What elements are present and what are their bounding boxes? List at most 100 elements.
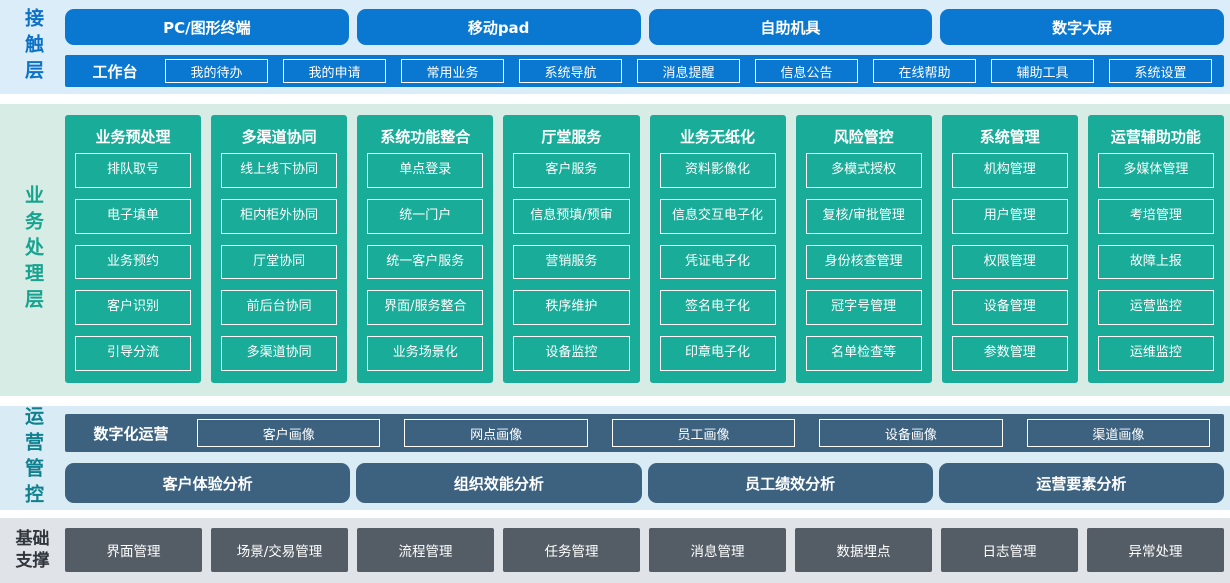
business-item[interactable]: 运维监控 xyxy=(1097,336,1214,371)
base-support-item[interactable]: 流程管理 xyxy=(357,528,494,572)
analysis-button[interactable]: 运营要素分析 xyxy=(938,463,1224,503)
digital-ops-bar: 数字化运营 客户画像 网点画像 员工画像 设备画像 渠道画像 xyxy=(65,414,1224,452)
business-item[interactable]: 信息交互电子化 xyxy=(659,198,776,234)
business-item[interactable]: 引导分流 xyxy=(75,336,192,371)
business-item[interactable]: 身份核查管理 xyxy=(805,244,922,280)
business-column-items: 多模式授权 复核/审批管理 身份核查管理 冠字号管理 名单检查等 xyxy=(805,153,922,371)
layer-base: 基础支撑 界面管理 场景/交易管理 流程管理 任务管理 消息管理 数据埋点 日志… xyxy=(0,518,1230,583)
device-button[interactable]: PC/图形终端 xyxy=(65,9,349,45)
analysis-row: 客户体验分析 组织效能分析 员工绩效分析 运营要素分析 xyxy=(65,463,1224,503)
business-item[interactable]: 厅堂协同 xyxy=(221,244,338,280)
business-item[interactable]: 电子填单 xyxy=(75,198,192,234)
business-item[interactable]: 用户管理 xyxy=(951,198,1068,234)
business-item[interactable]: 统一门户 xyxy=(367,198,484,234)
business-item[interactable]: 印章电子化 xyxy=(659,336,776,371)
workbench-item[interactable]: 系统设置 xyxy=(1109,59,1212,83)
workbench-bar: 工作台 我的待办 我的申请 常用业务 系统导航 消息提醒 信息公告 在线帮助 辅… xyxy=(65,55,1224,87)
layer-contact: 接触层 PC/图形终端 移动pad 自助机具 数字大屏 工作台 我的待办 我的申… xyxy=(0,0,1230,94)
business-item[interactable]: 签名电子化 xyxy=(659,290,776,326)
business-item[interactable]: 柜内柜外协同 xyxy=(221,198,338,234)
business-column: 业务预处理 排队取号 电子填单 业务预约 客户识别 引导分流 xyxy=(65,115,202,383)
portrait-item[interactable]: 渠道画像 xyxy=(1026,419,1211,447)
business-item[interactable]: 设备管理 xyxy=(951,290,1068,326)
business-item[interactable]: 前后台协同 xyxy=(221,290,338,326)
business-item[interactable]: 名单检查等 xyxy=(805,336,922,371)
device-button[interactable]: 移动pad xyxy=(356,9,641,45)
device-button[interactable]: 数字大屏 xyxy=(940,9,1224,45)
business-item[interactable]: 设备监控 xyxy=(513,336,630,371)
business-item[interactable]: 故障上报 xyxy=(1097,244,1214,280)
business-column: 运营辅助功能 多媒体管理 考培管理 故障上报 运营监控 运维监控 xyxy=(1087,115,1224,383)
workbench-item[interactable]: 我的待办 xyxy=(165,59,268,83)
workbench-item[interactable]: 辅助工具 xyxy=(991,59,1094,83)
business-item[interactable]: 业务场景化 xyxy=(367,336,484,371)
business-item[interactable]: 线上线下协同 xyxy=(221,153,338,188)
layer-label-base: 基础支撑 xyxy=(0,518,65,583)
workbench-item[interactable]: 在线帮助 xyxy=(873,59,976,83)
portrait-item[interactable]: 网点画像 xyxy=(404,419,588,447)
layer-label-ops: 运营管控 xyxy=(0,406,65,510)
business-item[interactable]: 冠字号管理 xyxy=(805,290,922,326)
band-separator xyxy=(0,396,1230,406)
business-column-items: 机构管理 用户管理 权限管理 设备管理 参数管理 xyxy=(951,153,1068,371)
workbench-item[interactable]: 常用业务 xyxy=(401,59,504,83)
business-item[interactable]: 凭证电子化 xyxy=(659,244,776,280)
analysis-button[interactable]: 员工绩效分析 xyxy=(647,463,933,503)
business-item[interactable]: 资料影像化 xyxy=(659,153,776,188)
workbench-item[interactable]: 系统导航 xyxy=(519,59,622,83)
business-column-title: 系统功能整合 xyxy=(380,128,471,146)
portrait-items: 客户画像 网点画像 员工画像 设备画像 渠道画像 xyxy=(197,419,1211,447)
portrait-item[interactable]: 客户画像 xyxy=(197,419,381,447)
business-column: 厅堂服务 客户服务 信息预填/预审 营销服务 秩序维护 设备监控 xyxy=(503,115,640,383)
base-support-item[interactable]: 数据埋点 xyxy=(795,528,932,572)
base-support-item[interactable]: 任务管理 xyxy=(503,528,640,572)
layer-ops: 运营管控 数字化运营 客户画像 网点画像 员工画像 设备画像 渠道画像 客户体验… xyxy=(0,406,1230,510)
layer-label-base-text: 基础支撑 xyxy=(15,529,50,571)
workbench-item[interactable]: 我的申请 xyxy=(283,59,386,83)
business-item[interactable]: 权限管理 xyxy=(951,244,1068,280)
band-separator xyxy=(0,94,1230,104)
business-item[interactable]: 统一客户服务 xyxy=(367,244,484,280)
business-columns: 业务预处理 排队取号 电子填单 业务预约 客户识别 引导分流 多渠道协同 线上线… xyxy=(65,104,1230,396)
business-item[interactable]: 排队取号 xyxy=(75,153,192,188)
business-column-title: 业务无纸化 xyxy=(680,128,756,146)
business-column-items: 资料影像化 信息交互电子化 凭证电子化 签名电子化 印章电子化 xyxy=(659,153,776,371)
business-item[interactable]: 参数管理 xyxy=(951,336,1068,371)
portrait-item[interactable]: 设备画像 xyxy=(819,419,1003,447)
workbench-item[interactable]: 信息公告 xyxy=(755,59,858,83)
portrait-item[interactable]: 员工画像 xyxy=(611,419,796,447)
business-item[interactable]: 秩序维护 xyxy=(513,290,630,326)
business-column: 系统功能整合 单点登录 统一门户 统一客户服务 界面/服务整合 业务场景化 xyxy=(357,115,494,383)
business-item[interactable]: 机构管理 xyxy=(951,153,1068,188)
base-support-item[interactable]: 异常处理 xyxy=(1087,528,1224,572)
layer-label-ops-text: 运营管控 xyxy=(22,406,44,510)
base-support-item[interactable]: 日志管理 xyxy=(941,528,1078,572)
business-item[interactable]: 界面/服务整合 xyxy=(367,290,484,326)
workbench-items: 我的待办 我的申请 常用业务 系统导航 消息提醒 信息公告 在线帮助 辅助工具 … xyxy=(165,59,1212,83)
business-item[interactable]: 多模式授权 xyxy=(805,153,922,188)
business-item[interactable]: 考培管理 xyxy=(1097,198,1214,234)
business-item[interactable]: 客户服务 xyxy=(513,153,630,188)
device-button[interactable]: 自助机具 xyxy=(648,9,933,45)
base-support-item[interactable]: 消息管理 xyxy=(649,528,786,572)
business-item[interactable]: 运营监控 xyxy=(1097,290,1214,326)
business-column-title: 厅堂服务 xyxy=(541,128,602,146)
business-item[interactable]: 业务预约 xyxy=(75,244,192,280)
base-support-item[interactable]: 界面管理 xyxy=(65,528,202,572)
layer-label-contact: 接触层 xyxy=(0,0,65,94)
base-support-item[interactable]: 场景/交易管理 xyxy=(211,528,348,572)
layer-label-contact-text: 接触层 xyxy=(22,8,44,86)
business-item[interactable]: 客户识别 xyxy=(75,290,192,326)
business-item[interactable]: 信息预填/预审 xyxy=(513,198,630,234)
business-item[interactable]: 单点登录 xyxy=(367,153,484,188)
business-item[interactable]: 多媒体管理 xyxy=(1097,153,1214,188)
analysis-button[interactable]: 客户体验分析 xyxy=(65,463,351,503)
layer-business: 业务处理层 业务预处理 排队取号 电子填单 业务预约 客户识别 引导分流 多渠道… xyxy=(0,104,1230,396)
business-item[interactable]: 多渠道协同 xyxy=(221,336,338,371)
business-column-title: 业务预处理 xyxy=(95,128,171,146)
digital-ops-label: 数字化运营 xyxy=(93,424,169,443)
business-item[interactable]: 营销服务 xyxy=(513,244,630,280)
workbench-item[interactable]: 消息提醒 xyxy=(637,59,740,83)
analysis-button[interactable]: 组织效能分析 xyxy=(356,463,642,503)
business-item[interactable]: 复核/审批管理 xyxy=(805,198,922,234)
